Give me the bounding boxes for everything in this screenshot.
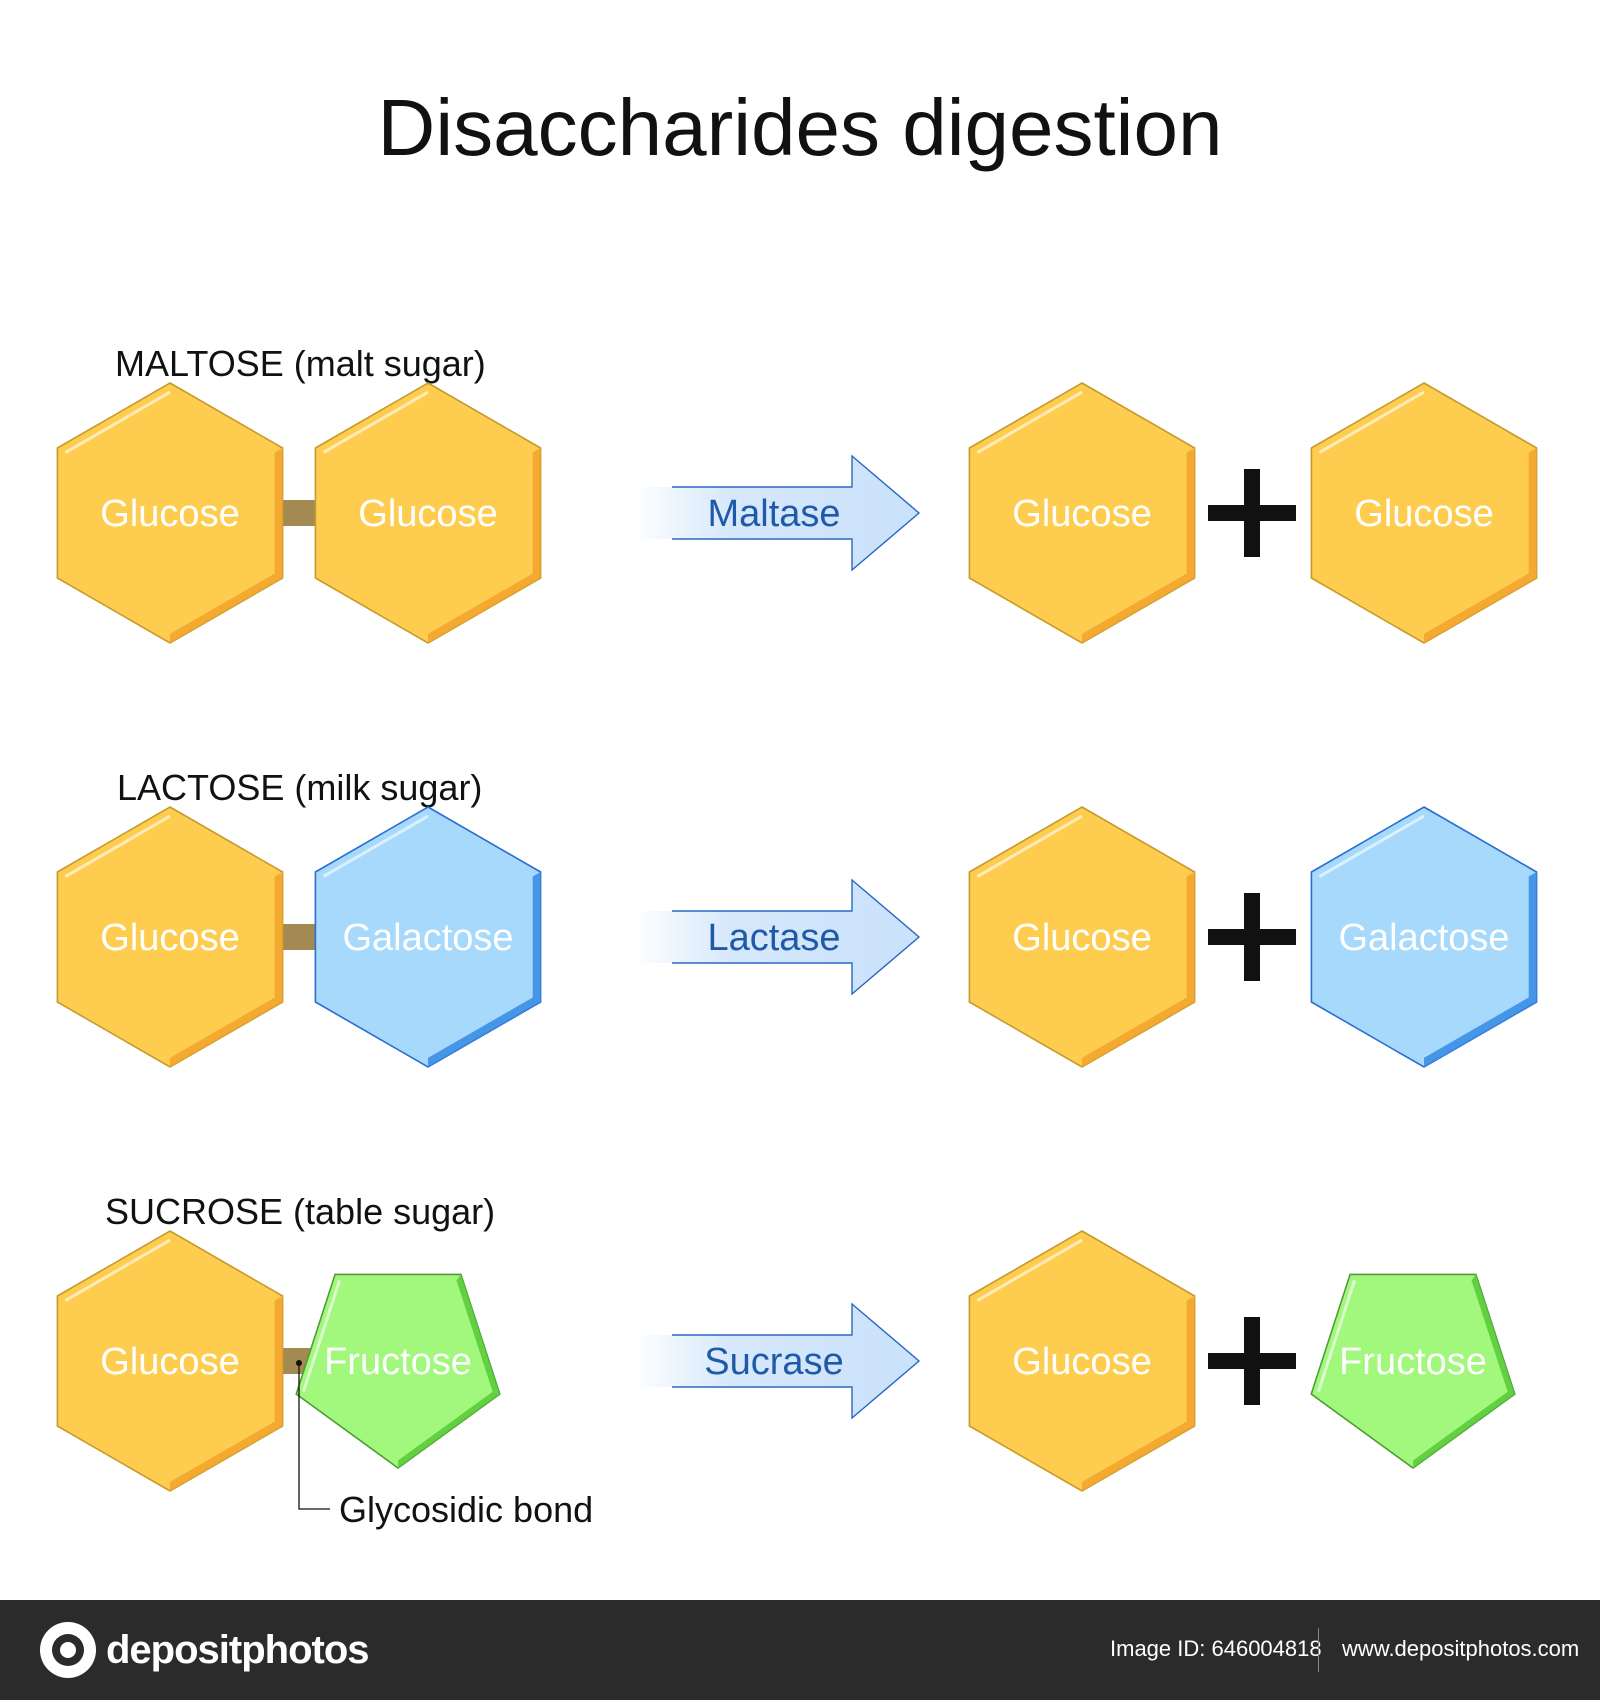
sugar-label: Glucose [358, 493, 497, 535]
enzyme-arrow: Maltase [632, 454, 921, 572]
shape-shading [170, 872, 283, 1067]
shape-shading [398, 1274, 500, 1468]
plus-icon [1208, 1317, 1296, 1405]
website-link[interactable]: www.depositphotos.com [1342, 1636, 1580, 1661]
sugar-label: Galactose [1338, 917, 1509, 959]
shape-highlight [1318, 390, 1425, 454]
bond-callout-line [298, 1363, 330, 1510]
sugar-label: Fructose [1339, 1341, 1487, 1383]
plus-icon [1208, 469, 1296, 557]
shape-highlight [976, 1238, 1083, 1302]
disaccharide-label: LACTOSE (milk sugar) [117, 767, 482, 808]
enzyme-label: Sucrase [704, 1341, 843, 1383]
sugar-label: Glucose [1012, 493, 1151, 535]
brand-name: depositphotos [106, 1627, 370, 1672]
glycosidic-bond [283, 500, 315, 526]
sugar-label: Fructose [324, 1341, 472, 1383]
sugar-label: Glucose [100, 493, 239, 535]
product-left: Glucose [968, 1230, 1196, 1492]
enzyme-label: Maltase [707, 493, 840, 535]
product-left: Glucose [968, 382, 1196, 644]
shape-highlight [1316, 1280, 1356, 1393]
arrow-outline [672, 1302, 921, 1420]
arrow-body [632, 456, 919, 570]
disaccharide-label: SUCROSE (table sugar) [105, 1191, 495, 1232]
shape-shading [1424, 872, 1537, 1067]
sugar-label: Glucose [1012, 917, 1151, 959]
shape-shading [170, 448, 283, 643]
sugar-label: Galactose [342, 917, 513, 959]
shape-shading [1082, 872, 1195, 1067]
reactant-left: Glucose [56, 382, 284, 644]
fructose-pentagon-shape [1310, 1273, 1516, 1469]
footer-divider [1318, 1628, 1319, 1672]
shape-shading [428, 448, 541, 643]
glycosidic-bond-label: Glycosidic bond [339, 1489, 593, 1530]
product-right: Galactose [1310, 806, 1538, 1068]
arrow-body [632, 1304, 919, 1418]
shape-highlight [976, 814, 1083, 878]
disaccharide-label: MALTOSE (malt sugar) [115, 343, 486, 384]
reactant-left: Glucose [56, 1230, 284, 1492]
shape-shading [1082, 448, 1195, 643]
product-left: Glucose [968, 806, 1196, 1068]
sugar-label: Glucose [100, 917, 239, 959]
shape-highlight [301, 1280, 341, 1393]
shape-highlight [1318, 814, 1425, 878]
page-title: Disaccharides digestion [377, 83, 1223, 172]
reactant-right: Fructose [295, 1273, 501, 1469]
sugar-label: Glucose [100, 1341, 239, 1383]
reactant-right: Glucose [314, 382, 542, 644]
enzyme-arrow: Sucrase [632, 1302, 921, 1420]
shape-highlight [322, 814, 429, 878]
sugar-label: Glucose [1354, 493, 1493, 535]
arrow-outline [672, 878, 921, 996]
camera-lens-icon [40, 1622, 96, 1678]
enzyme-arrow: Lactase [632, 878, 921, 996]
product-right: Fructose [1310, 1273, 1516, 1469]
shape-shading [1424, 448, 1537, 643]
product-right: Glucose [1310, 382, 1538, 644]
brand-logo[interactable]: depositphotos [40, 1618, 370, 1682]
footer-bar: depositphotos Image ID: 646004818 www.de… [0, 1600, 1600, 1700]
arrow-outline [672, 454, 921, 572]
shape-shading [1413, 1274, 1515, 1468]
shape-highlight [64, 390, 171, 454]
image-id: Image ID: 646004818 [1110, 1636, 1322, 1661]
arrow-body [632, 880, 919, 994]
sugar-label: Glucose [1012, 1341, 1151, 1383]
reactant-right: Galactose [314, 806, 542, 1068]
plus-icon [1208, 893, 1296, 981]
shape-highlight [322, 390, 429, 454]
reactant-left: Glucose [56, 806, 284, 1068]
shape-shading [428, 872, 541, 1067]
shape-highlight [976, 390, 1083, 454]
enzyme-label: Lactase [707, 917, 840, 959]
shape-shading [170, 1296, 283, 1491]
shape-shading [1082, 1296, 1195, 1491]
glycosidic-bond [283, 924, 315, 950]
fructose-pentagon-shape [295, 1273, 501, 1469]
shape-highlight [64, 814, 171, 878]
shape-highlight [64, 1238, 171, 1302]
